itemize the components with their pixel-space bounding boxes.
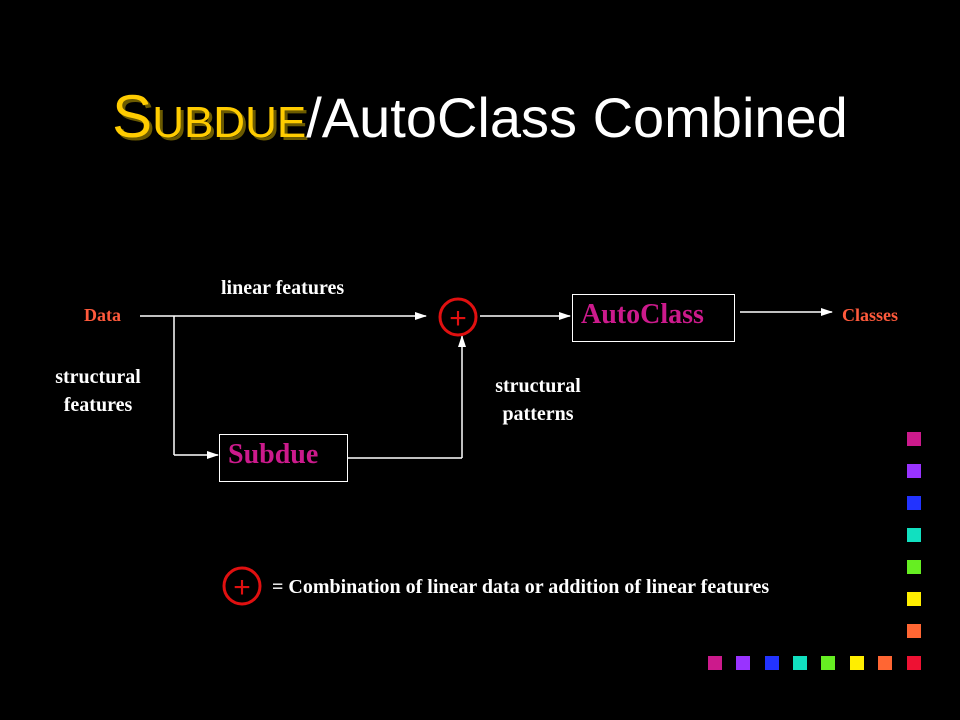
decor-square-h7: [878, 656, 892, 670]
decor-square-h1: [708, 656, 722, 670]
decor-square-v4: [907, 528, 921, 542]
data-label: Data: [84, 305, 121, 325]
subdue-box-label: Subdue: [228, 439, 319, 470]
decor-square-h6: [850, 656, 864, 670]
decor-square-h3: [765, 656, 779, 670]
slide-title: SUBDUE/AutoClass Combined: [0, 82, 960, 151]
decor-square-h8: [907, 656, 921, 670]
decor-square-v1: [907, 432, 921, 446]
legend-symbol: +: [233, 571, 251, 604]
autoclass-box: AutoClass: [572, 294, 735, 342]
subdue-box: Subdue: [219, 434, 348, 482]
decor-square-v3: [907, 496, 921, 510]
decor-square-v5: [907, 560, 921, 574]
legend-text: = Combination of linear data or addition…: [272, 576, 770, 598]
title-accent: SUBDUE: [112, 83, 307, 150]
decor-square-h2: [736, 656, 750, 670]
decor-square-v2: [907, 464, 921, 478]
structural-patterns-label: structural patterns: [495, 375, 581, 425]
decor-square-v6: [907, 592, 921, 606]
decor-square-h4: [793, 656, 807, 670]
classes-label: Classes: [842, 305, 899, 325]
combiner-symbol: +: [449, 302, 467, 335]
linear-features-label: linear features: [221, 277, 345, 299]
decor-square-v7: [907, 624, 921, 638]
decor-square-h5: [821, 656, 835, 670]
title-rest: /AutoClass Combined: [306, 86, 848, 149]
combiner-circle-icon: [438, 297, 478, 337]
legend-circle-icon: [222, 566, 262, 606]
autoclass-box-label: AutoClass: [581, 299, 704, 330]
structural-features-label: structural features: [55, 366, 141, 416]
